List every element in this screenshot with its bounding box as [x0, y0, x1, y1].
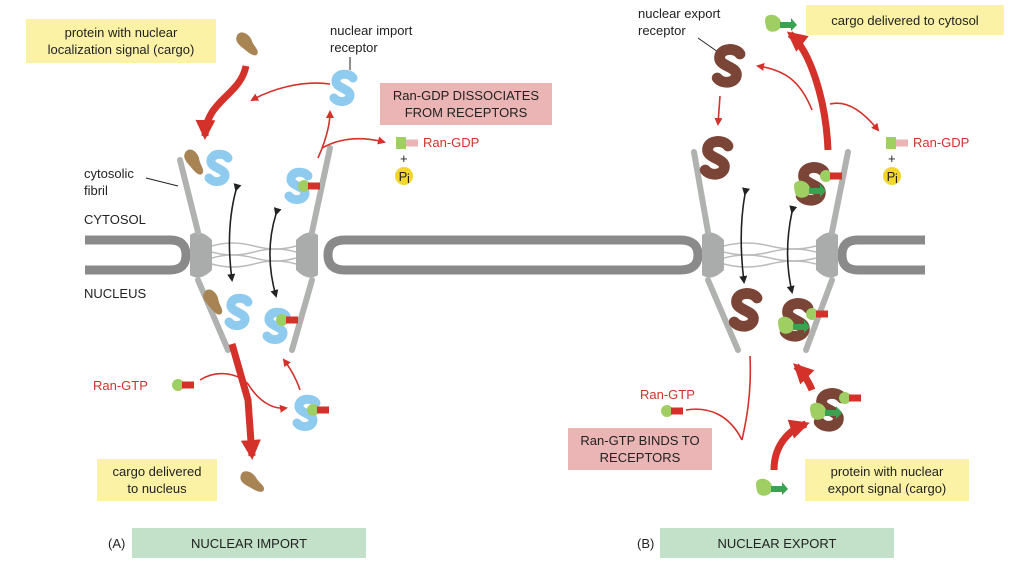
svg-text:i: i [895, 171, 898, 186]
import-cargo-label-box [26, 19, 216, 63]
export-receptor-label-line2: receptor [638, 23, 686, 38]
cytosolic-fibril-pointer [145, 177, 179, 187]
panel-a-title: NUCLEAR IMPORT [191, 536, 307, 551]
ran-gtp-binds-box [568, 428, 712, 470]
export-cargo-label-line2: export signal (cargo) [828, 481, 947, 496]
import-receptor-label-line1: nuclear import [330, 23, 413, 38]
ran-gdp-dissociates-line1: Ran-GDP DISSOCIATES [393, 88, 539, 103]
panel-b-letter: (B) [637, 536, 654, 551]
ran-gdp-dissociates-line2: FROM RECEPTORS [405, 105, 528, 120]
pore-filaments-left [211, 242, 297, 268]
import-receptor-with-cargo-nucleus [198, 287, 248, 326]
import-cargo-free-top [232, 30, 263, 57]
export-receptor-cytosol [705, 141, 728, 174]
cytosolic-fibril-label-line2: fibril [84, 183, 108, 198]
export-receptor-free-top [717, 49, 740, 82]
panel-b-title: NUCLEAR EXPORT [718, 536, 837, 551]
import-cargo-label-line2: localization signal (cargo) [48, 42, 195, 57]
export-arrows [685, 31, 880, 471]
ran-gdp-label-right: Ran-GDP [913, 135, 969, 150]
nuclear-envelope [85, 235, 925, 275]
import-cargo-delivered [238, 470, 267, 493]
pore-filaments-right [723, 242, 817, 268]
export-receptor-label-line1: nuclear export [638, 6, 721, 21]
export-receptor-complex-forming [810, 392, 861, 426]
cytosol-label: CYTOSOL [84, 212, 146, 227]
export-receptor-nucleus [734, 293, 757, 326]
cargo-to-nucleus-line1: cargo delivered [113, 464, 202, 479]
export-cargo-free-bottom [756, 478, 788, 496]
ran-gtp-left [172, 379, 194, 391]
phosphate-right: P i [883, 167, 901, 186]
import-receptor-ran-gtp-cytosol [289, 172, 320, 199]
cargo-to-cytosol-label: cargo delivered to cytosol [831, 13, 979, 28]
ran-gdp-dissociates-box [380, 83, 552, 125]
nucleus-label: NUCLEUS [84, 286, 146, 301]
import-arrows [195, 65, 386, 460]
export-receptor-pointer [697, 37, 719, 53]
nuclear-pore-right [691, 149, 851, 353]
ran-gtp-binds-line2: RECEPTORS [600, 450, 681, 465]
cargo-to-nucleus-line2: to nucleus [127, 481, 187, 496]
cargo-to-nucleus-box [97, 459, 217, 501]
ran-gdp-left [396, 137, 418, 149]
plus-sign-left: + [400, 151, 408, 166]
nuclear-pore-left [177, 145, 333, 353]
export-cargo-delivered [765, 14, 797, 32]
ran-gdp-right [886, 137, 908, 149]
panel-a-title-box [132, 528, 366, 558]
phosphate-left: P i [395, 167, 413, 186]
ran-gdp-label-left: Ran-GDP [423, 135, 479, 150]
ran-gtp-label-right: Ran-GTP [640, 387, 695, 402]
panel-b-title-box [660, 528, 894, 558]
svg-text:P: P [399, 169, 408, 184]
plus-sign-right: + [888, 151, 896, 166]
cytosolic-fibril-label-line1: cytosolic [84, 166, 134, 181]
ran-gtp-binds-line1: Ran-GTP BINDS TO [580, 433, 699, 448]
export-cargo-label-box [805, 459, 969, 501]
import-receptor-ran-gtp-bound [297, 399, 329, 426]
export-receptor-complex-cytosol [794, 167, 842, 200]
ran-gtp-right [661, 405, 683, 417]
import-receptor-label-line2: receptor [330, 40, 378, 55]
svg-text:P: P [887, 169, 896, 184]
import-cargo-label-line1: protein with nuclear [65, 25, 178, 40]
ran-gtp-label-left: Ran-GTP [93, 378, 148, 393]
panel-a-letter: (A) [108, 536, 125, 551]
svg-text:i: i [407, 171, 410, 186]
export-cargo-label-line1: protein with nuclear [831, 464, 944, 479]
import-receptor-free [334, 74, 353, 101]
cargo-to-cytosol-box [806, 5, 1004, 35]
